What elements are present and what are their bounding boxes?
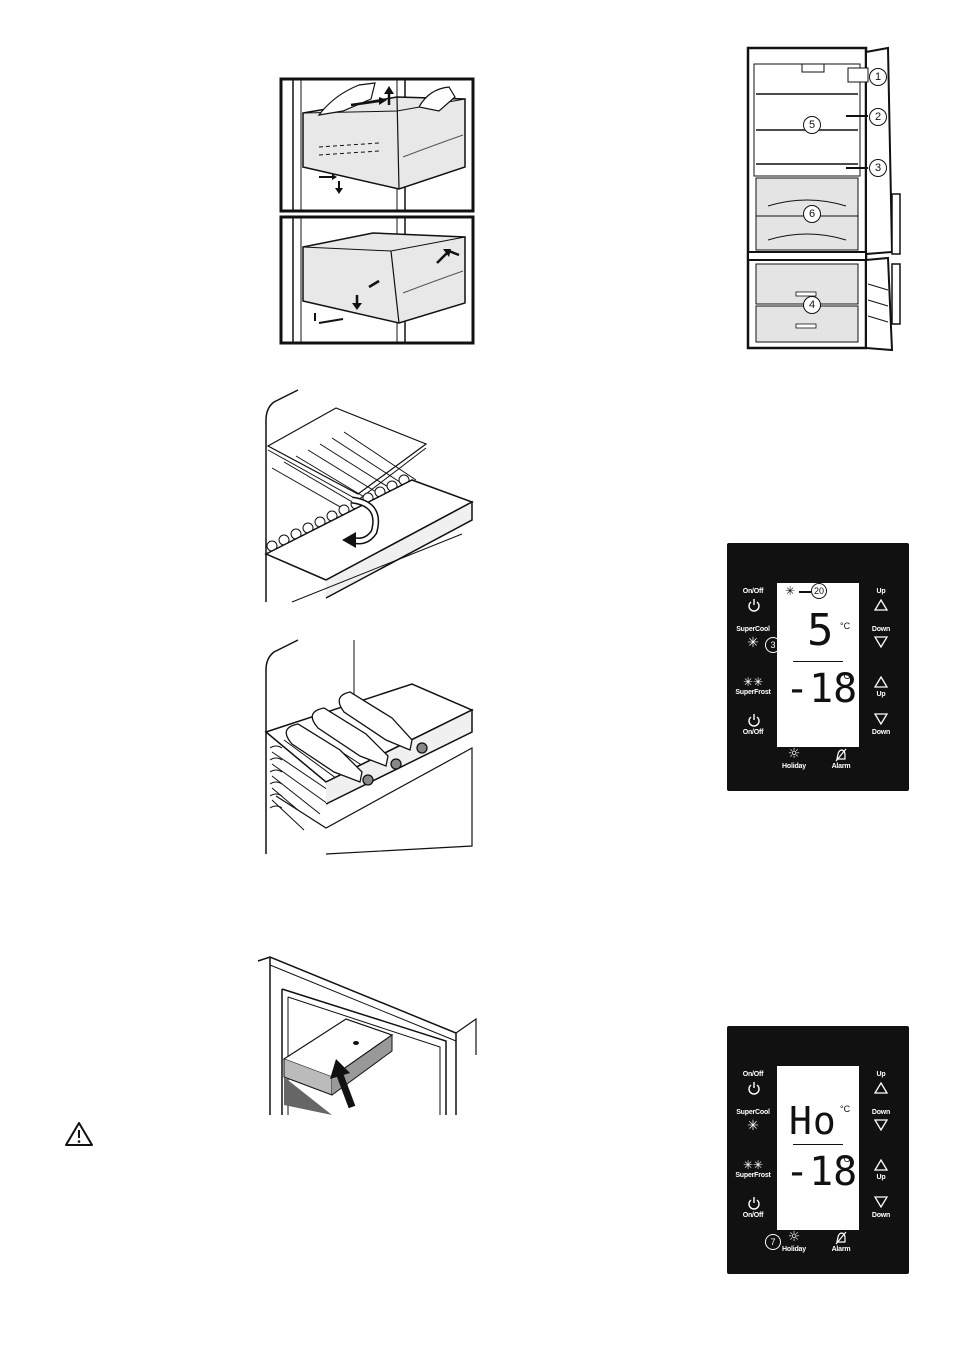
drawer-insertion-illustration	[279, 215, 475, 345]
sun-icon[interactable]: ☼	[779, 747, 809, 761]
double-snowflake-icon[interactable]: ✳✳	[738, 1158, 768, 1172]
down-bottom-label: Down	[861, 1212, 901, 1219]
onoff-top-label: On/Off	[733, 588, 773, 595]
snowflake-icon[interactable]: ✳	[738, 1119, 768, 1133]
sun-icon[interactable]: ☼	[779, 1230, 809, 1244]
fridge-callout-2: 2	[869, 108, 887, 126]
drawer-removal-illustration	[279, 77, 475, 213]
bottle-shelf-flip-illustration	[262, 384, 476, 606]
fridge-unit: °C	[840, 621, 850, 631]
double-snowflake-icon[interactable]: ✳✳	[738, 675, 768, 689]
freezer-unit: °C	[840, 671, 850, 681]
indicator-snowflake-icon: ✳	[785, 584, 795, 598]
onoff-bottom-label: On/Off	[733, 729, 773, 736]
power-icon[interactable]	[747, 1196, 761, 1210]
control-panel-holiday: On/Off SuperCool ✳ ✳✳ SuperFrost On/Off …	[727, 1026, 909, 1274]
fridge-callout-1: 1	[869, 68, 887, 86]
bottles-on-rack-illustration	[262, 636, 476, 858]
supercool-label: SuperCool	[733, 626, 773, 633]
fridge-temperature: Ho	[789, 1102, 837, 1140]
up-triangle-icon[interactable]	[874, 676, 888, 688]
up-top-label: Up	[861, 1071, 901, 1078]
up-triangle-icon[interactable]	[874, 1082, 888, 1094]
fridge-callout-4: 4	[803, 296, 821, 314]
onoff-top-label: On/Off	[733, 1071, 773, 1078]
fridge-overview-illustration	[742, 44, 912, 356]
supercool-label: SuperCool	[733, 1109, 773, 1116]
down-top-label: Down	[861, 626, 901, 633]
lcd-display	[777, 1066, 859, 1230]
fridge-callout-5: 5	[803, 116, 821, 134]
freezer-unit: °C	[840, 1154, 850, 1164]
down-triangle-icon[interactable]	[874, 1196, 888, 1208]
freezer-tray-illustration	[256, 955, 478, 1115]
bell-off-icon[interactable]	[834, 748, 848, 762]
up-triangle-icon[interactable]	[874, 599, 888, 611]
fridge-temperature: 5	[807, 609, 836, 653]
down-triangle-icon[interactable]	[874, 1119, 888, 1131]
up-bottom-label: Up	[861, 1174, 901, 1181]
alarm-label: Alarm	[821, 1246, 861, 1253]
up-triangle-icon[interactable]	[874, 1159, 888, 1171]
up-top-label: Up	[861, 588, 901, 595]
snowflake-icon[interactable]: ✳	[738, 636, 768, 650]
down-triangle-icon[interactable]	[874, 636, 888, 648]
holiday-label: Holiday	[774, 763, 814, 770]
power-icon[interactable]	[747, 1081, 761, 1095]
bell-off-icon[interactable]	[834, 1231, 848, 1245]
fridge-unit: °C	[840, 1104, 850, 1114]
down-bottom-label: Down	[861, 729, 901, 736]
up-bottom-label: Up	[861, 691, 901, 698]
power-icon[interactable]	[747, 598, 761, 612]
alarm-label: Alarm	[821, 763, 861, 770]
fridge-callout-6: 6	[803, 205, 821, 223]
control-panel-normal: On/Off SuperCool ✳ 3 ✳✳ SuperFrost On/Of…	[727, 543, 909, 791]
down-triangle-icon[interactable]	[874, 713, 888, 725]
down-top-label: Down	[861, 1109, 901, 1116]
power-icon[interactable]	[747, 713, 761, 727]
warning-triangle-icon	[64, 1121, 94, 1147]
superfrost-label: SuperFrost	[733, 1172, 773, 1179]
indicator-callout: 20	[811, 583, 827, 599]
onoff-bottom-label: On/Off	[733, 1212, 773, 1219]
superfrost-label: SuperFrost	[733, 689, 773, 696]
fridge-callout-3: 3	[869, 159, 887, 177]
holiday-label: Holiday	[774, 1246, 814, 1253]
